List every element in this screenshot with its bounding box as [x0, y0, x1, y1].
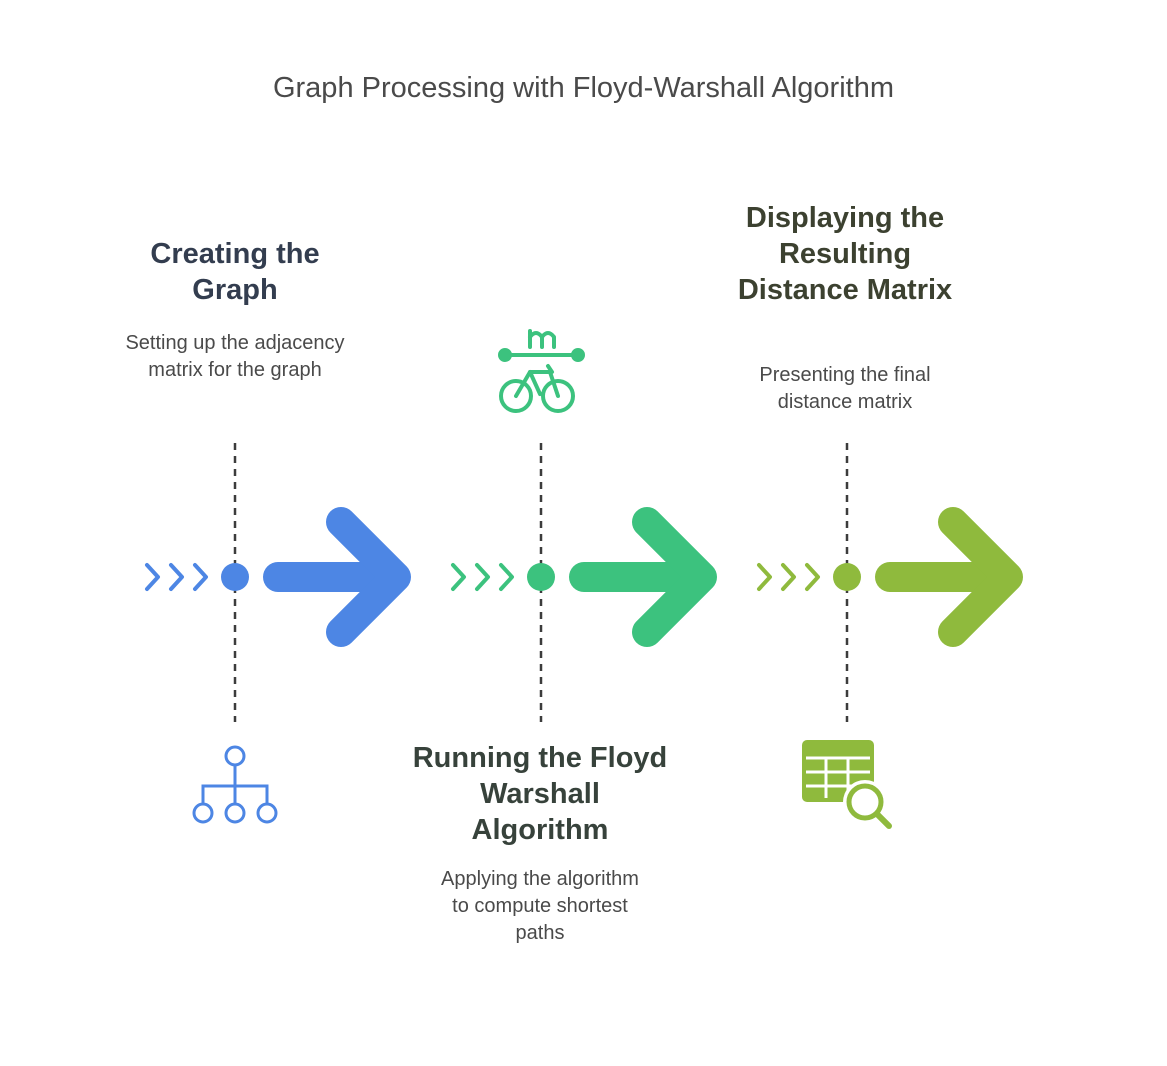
stage-1-dot	[221, 563, 249, 591]
hierarchy-icon	[192, 745, 278, 824]
stage-2-dot	[527, 563, 555, 591]
stage-2-arrow	[569, 507, 717, 647]
stage-1-description: Setting up the adjacency matrix for the …	[125, 332, 345, 381]
stage-1	[145, 443, 411, 824]
stage-3-chevrons	[757, 563, 820, 591]
stage-3-dot	[833, 563, 861, 591]
bicycle-icon	[498, 329, 585, 413]
stage-2-chevrons	[451, 563, 514, 591]
stage-2-description: Applying the algorithm to compute shorte…	[441, 868, 639, 944]
stage-1-arrow	[263, 507, 411, 647]
stage-3-heading: Displaying the Resulting Distance Matrix	[737, 202, 953, 306]
stage-3	[757, 443, 1023, 829]
table-search-icon	[802, 740, 892, 829]
stage-3-arrow	[875, 507, 1023, 647]
diagram-title: Graph Processing with Floyd-Warshall Alg…	[272, 72, 895, 104]
stage-2-heading: Running the Floyd Warshall Algorithm	[412, 742, 668, 846]
stage-1-heading: Creating the Graph	[150, 238, 320, 306]
stage-1-chevrons	[145, 563, 208, 591]
stage-2	[451, 329, 717, 722]
stage-3-description: Presenting the final distance matrix	[759, 364, 931, 413]
